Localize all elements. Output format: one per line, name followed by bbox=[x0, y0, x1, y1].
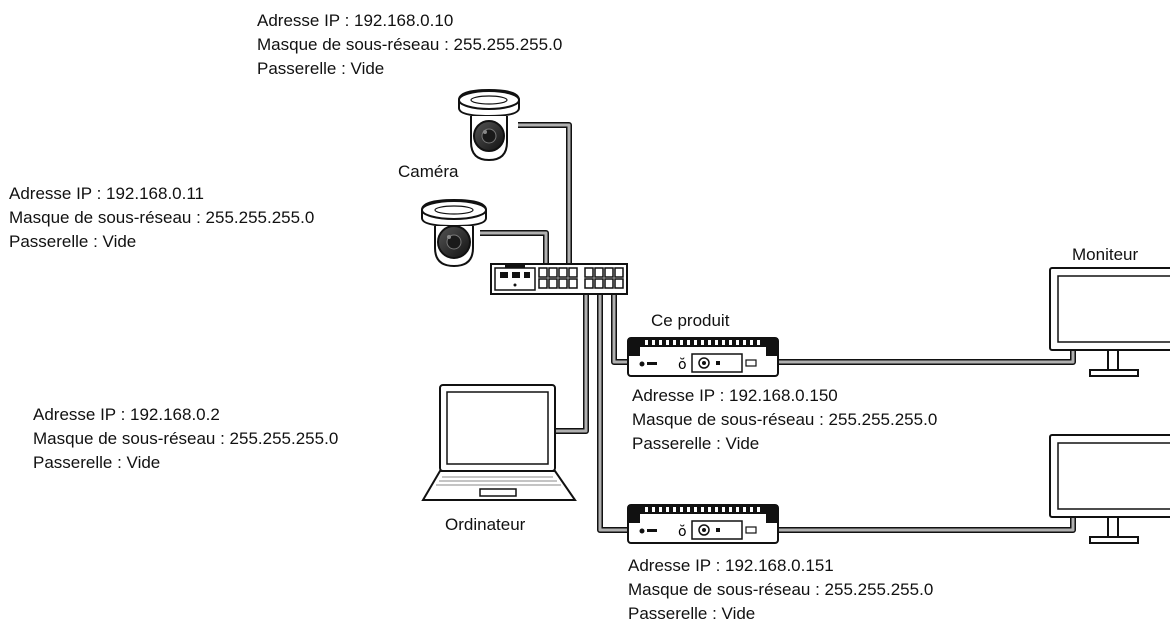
cable-camera-left bbox=[480, 230, 549, 266]
computer-label: Ordinateur bbox=[445, 515, 526, 534]
gateway: Passerelle : Vide bbox=[9, 232, 137, 251]
cable-monitor-2 bbox=[778, 515, 1076, 533]
decoder-box-icon: ŏ bbox=[627, 337, 779, 377]
monitor-icon bbox=[1049, 434, 1170, 544]
config-camera-left: Adresse IP : 192.168.0.11 Masque de sous… bbox=[9, 182, 314, 254]
ip-address: Adresse IP : 192.168.0.151 bbox=[628, 556, 834, 575]
network-switch-icon bbox=[490, 263, 628, 295]
gateway: Passerelle : Vide bbox=[33, 453, 161, 472]
laptop-icon bbox=[421, 384, 577, 501]
gateway: Passerelle : Vide bbox=[257, 59, 385, 78]
monitor-icon bbox=[1049, 267, 1170, 377]
ptz-camera-icon bbox=[458, 88, 520, 162]
cable-product-2 bbox=[597, 290, 636, 533]
config-camera-top: Adresse IP : 192.168.0.10 Masque de sous… bbox=[257, 9, 562, 81]
ptz-camera-icon bbox=[421, 198, 487, 268]
ip-address: Adresse IP : 192.168.0.11 bbox=[9, 184, 205, 203]
cables bbox=[480, 122, 1076, 533]
subnet-mask: Masque de sous-réseau : 255.255.255.0 bbox=[33, 429, 339, 448]
config-product-2: Adresse IP : 192.168.0.151 Masque de sou… bbox=[628, 554, 933, 626]
svg-text:ŏ: ŏ bbox=[678, 524, 687, 540]
gateway: Passerelle : Vide bbox=[632, 434, 760, 453]
ip-address: Adresse IP : 192.168.0.2 bbox=[33, 405, 220, 424]
product-label: Ce produit bbox=[651, 311, 730, 330]
config-product-1: Adresse IP : 192.168.0.150 Masque de sou… bbox=[632, 384, 937, 456]
cable-computer bbox=[556, 290, 589, 434]
monitor-label: Moniteur bbox=[1072, 245, 1139, 264]
camera-label: Caméra bbox=[398, 162, 459, 181]
decoder-box-icon: ŏ bbox=[627, 504, 779, 544]
ip-address: Adresse IP : 192.168.0.10 bbox=[257, 11, 454, 30]
gateway: Passerelle : Vide bbox=[628, 604, 756, 623]
svg-text:ŏ: ŏ bbox=[678, 357, 687, 373]
config-computer: Adresse IP : 192.168.0.2 Masque de sous-… bbox=[33, 403, 338, 475]
subnet-mask: Masque de sous-réseau : 255.255.255.0 bbox=[628, 580, 934, 599]
cable-monitor-1 bbox=[778, 350, 1076, 365]
subnet-mask: Masque de sous-réseau : 255.255.255.0 bbox=[9, 208, 315, 227]
ip-address: Adresse IP : 192.168.0.150 bbox=[632, 386, 838, 405]
subnet-mask: Masque de sous-réseau : 255.255.255.0 bbox=[632, 410, 938, 429]
subnet-mask: Masque de sous-réseau : 255.255.255.0 bbox=[257, 35, 563, 54]
